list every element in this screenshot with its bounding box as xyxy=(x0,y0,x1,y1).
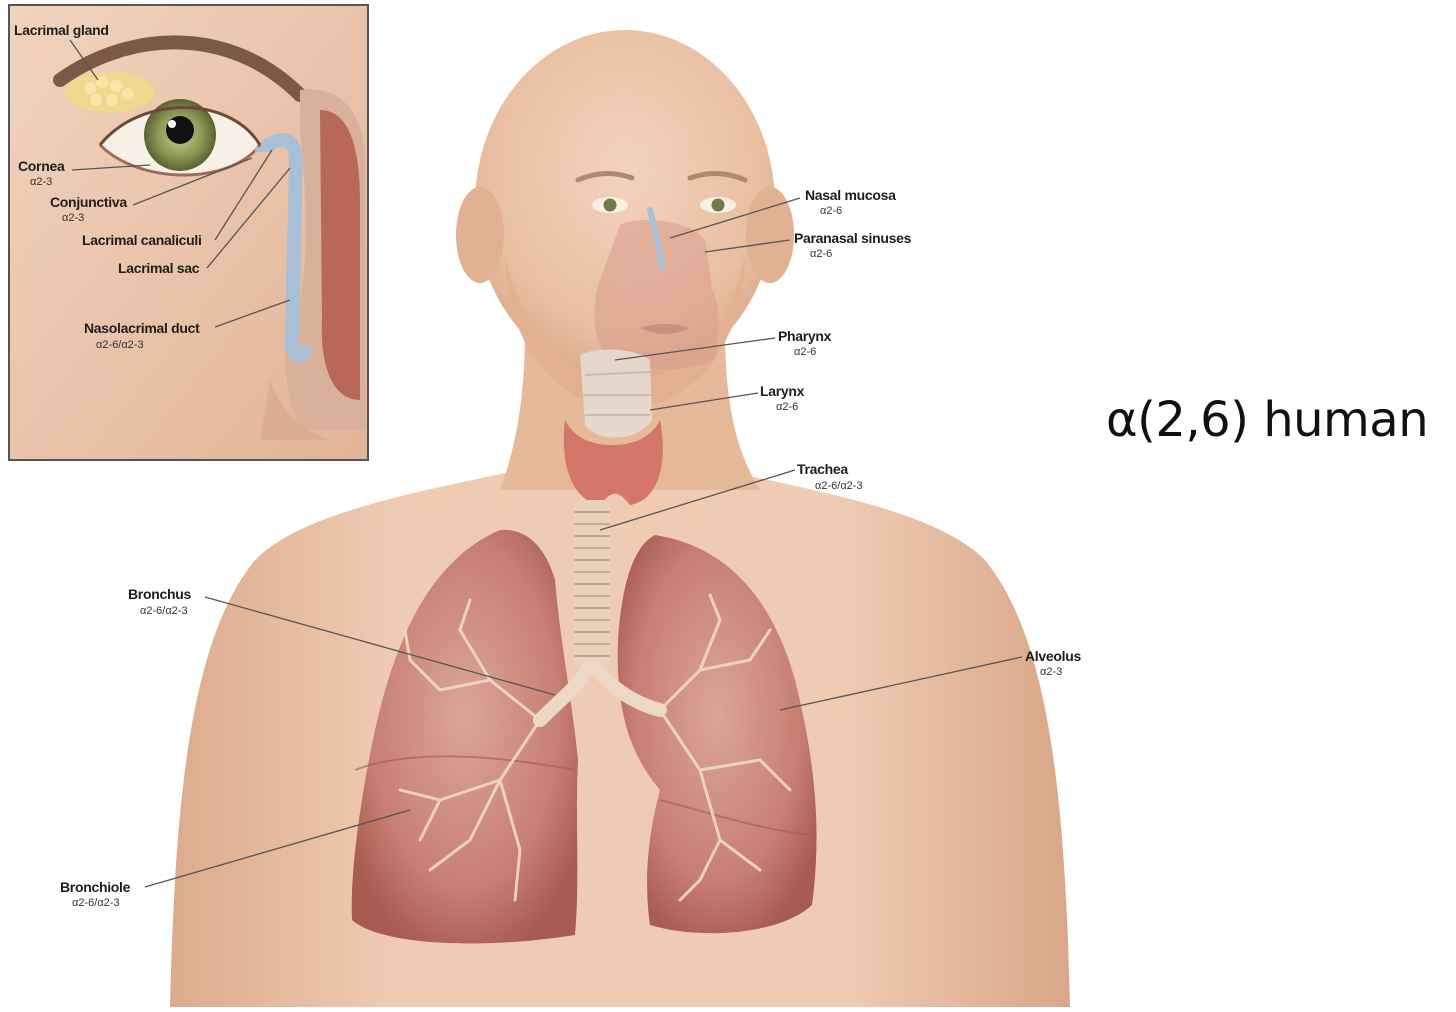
label-conjunctiva-sub: α2-3 xyxy=(62,212,84,225)
label-trachea-sub: α2-6/α2-3 xyxy=(815,480,863,493)
label-paranasal-sinuses-sub: α2-6 xyxy=(810,248,832,261)
label-cornea-sub: α2-3 xyxy=(30,176,52,189)
label-trachea: Trachea xyxy=(797,461,848,477)
label-alveolus: Alveolus xyxy=(1025,648,1081,664)
label-paranasal-sinuses: Paranasal sinuses xyxy=(794,230,911,246)
label-conjunctiva: Conjunctiva xyxy=(50,194,127,210)
label-lacrimal-sac: Lacrimal sac xyxy=(118,260,199,276)
label-larynx-sub: α2-6 xyxy=(776,401,798,414)
label-nasal-mucosa-sub: α2-6 xyxy=(820,205,842,218)
label-bronchus-sub: α2-6/α2-3 xyxy=(140,605,188,618)
label-nasal-mucosa: Nasal mucosa xyxy=(805,187,896,203)
slide-title: α(2,6) human xyxy=(1106,392,1428,448)
label-bronchiole: Bronchiole xyxy=(60,879,130,895)
label-bronchus: Bronchus xyxy=(128,586,191,602)
label-larynx: Larynx xyxy=(760,383,804,399)
label-cornea: Cornea xyxy=(18,158,64,174)
label-alveolus-sub: α2-3 xyxy=(1040,666,1062,679)
label-nasolacrimal-duct: Nasolacrimal duct xyxy=(84,320,200,336)
label-pharynx-sub: α2-6 xyxy=(794,346,816,359)
label-lacrimal-gland: Lacrimal gland xyxy=(14,22,109,38)
label-bronchiole-sub: α2-6/α2-3 xyxy=(72,897,120,910)
label-nasolacrimal-duct-sub: α2-6/α2-3 xyxy=(96,339,144,352)
label-pharynx: Pharynx xyxy=(778,328,831,344)
label-lacrimal-canaliculi: Lacrimal canaliculi xyxy=(82,232,202,248)
